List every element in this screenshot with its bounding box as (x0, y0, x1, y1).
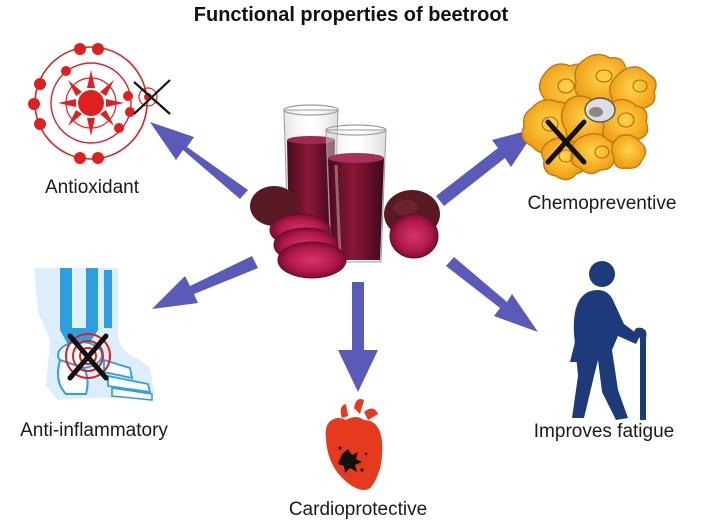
arrow-to-cardioprotective (338, 282, 378, 392)
atom-free-radical-icon (28, 43, 171, 164)
label-antioxidant: Antioxidant (45, 177, 140, 198)
diagram-title: Functional properties of beetroot (194, 4, 509, 26)
beet-slice-right (389, 213, 439, 259)
arrow-to-improves-fatigue (446, 257, 538, 332)
inflamed-ankle-icon (34, 268, 154, 401)
elderly-person-with-cane-icon (570, 261, 647, 420)
arrows-group (150, 122, 538, 392)
arrow-to-anti-inflammatory (152, 256, 258, 309)
label-improves-fatigue: Improves fatigue (534, 421, 674, 442)
heart-icon (325, 399, 383, 490)
arrow-to-chemopreventive (436, 128, 537, 206)
beet-slice (277, 241, 347, 279)
label-chemopreventive: Chemopreventive (528, 193, 677, 214)
arrow-to-antioxidant (150, 122, 248, 199)
label-anti-inflammatory: Anti-inflammatory (20, 420, 168, 441)
beetroot-juice-glasses (250, 104, 440, 279)
label-cardioprotective: Cardioprotective (289, 499, 427, 520)
